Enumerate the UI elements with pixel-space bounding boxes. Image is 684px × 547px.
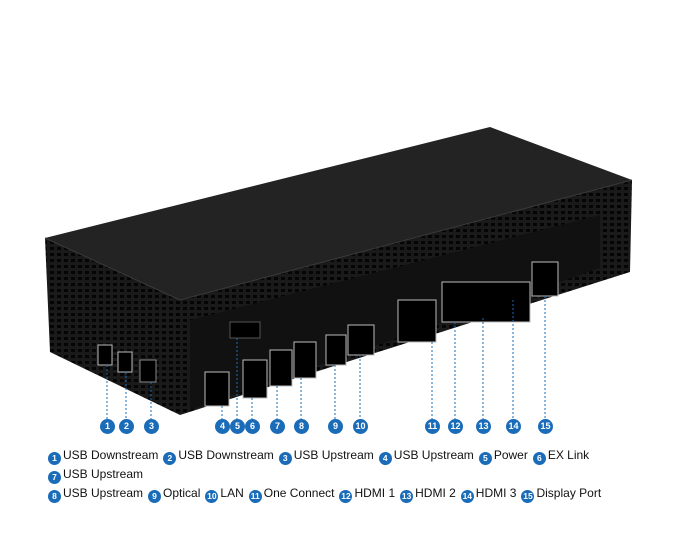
legend-label: LAN: [220, 486, 244, 500]
legend-label: USB Upstream: [293, 448, 374, 462]
legend-number: 4: [378, 452, 392, 465]
callout-13: 13: [476, 419, 491, 434]
legend-number: 14: [460, 490, 474, 503]
legend-number: 11: [248, 490, 262, 503]
callout-2: 2: [119, 419, 134, 434]
legend-number: 9: [148, 490, 162, 503]
legend-label: USB Upstream: [63, 486, 144, 500]
one-connect-port: [397, 299, 437, 343]
legend-number: 3: [278, 452, 292, 465]
legend-number: 1: [48, 452, 61, 465]
legend-label: Optical: [163, 486, 201, 500]
callout-7: 7: [270, 419, 285, 434]
legend-number: 6: [532, 452, 546, 465]
callout-15: 15: [538, 419, 553, 434]
lan-port: [347, 324, 375, 356]
usb-port-8: [293, 341, 317, 379]
legend-label: One Connect: [263, 486, 335, 500]
callout-4: 4: [215, 419, 230, 434]
box-top-face: [45, 127, 632, 300]
legend-number: 8: [48, 490, 61, 503]
legend-label: HDMI 2: [415, 486, 456, 500]
legend-number: 10: [205, 490, 219, 503]
usb-port-1: [97, 344, 113, 366]
usb-port-4: [204, 371, 230, 407]
legend-label: HDMI 3: [475, 486, 517, 500]
legend-number: 12: [339, 490, 353, 503]
callout-3: 3: [144, 419, 159, 434]
callout-8: 8: [294, 419, 309, 434]
callout-12: 12: [448, 419, 463, 434]
callout-5: 5: [230, 419, 245, 434]
legend-number: 2: [163, 452, 177, 465]
legend-label: USB Downstream: [63, 448, 159, 462]
callout-1: 1: [100, 419, 115, 434]
legend-number: 13: [400, 490, 414, 503]
legend-label: USB Upstream: [63, 467, 144, 481]
callout-14: 14: [506, 419, 521, 434]
legend-label: EX Link: [547, 448, 590, 462]
exlink-port: [242, 359, 268, 399]
displayport-port: [531, 261, 559, 297]
legend-number: 7: [48, 471, 61, 484]
optical-port: [325, 334, 347, 366]
usb-port-3: [139, 359, 157, 383]
hdmi-ports: [441, 281, 531, 323]
legend-label: Display Port: [536, 486, 602, 500]
callout-6: 6: [245, 419, 260, 434]
legend-label: Power: [493, 448, 528, 462]
legend-label: USB Downstream: [178, 448, 274, 462]
usb-port-7: [269, 349, 293, 387]
legend-label: USB Upstream: [393, 448, 474, 462]
callout-lines: [106, 296, 546, 420]
power-port: [229, 321, 261, 339]
callout-10: 10: [353, 419, 368, 434]
legend-number: 15: [521, 490, 535, 503]
legend-number: 5: [478, 452, 492, 465]
usb-port-2: [117, 351, 133, 373]
callout-11: 11: [425, 419, 440, 434]
callout-9: 9: [328, 419, 343, 434]
legend-label: HDMI 1: [354, 486, 396, 500]
